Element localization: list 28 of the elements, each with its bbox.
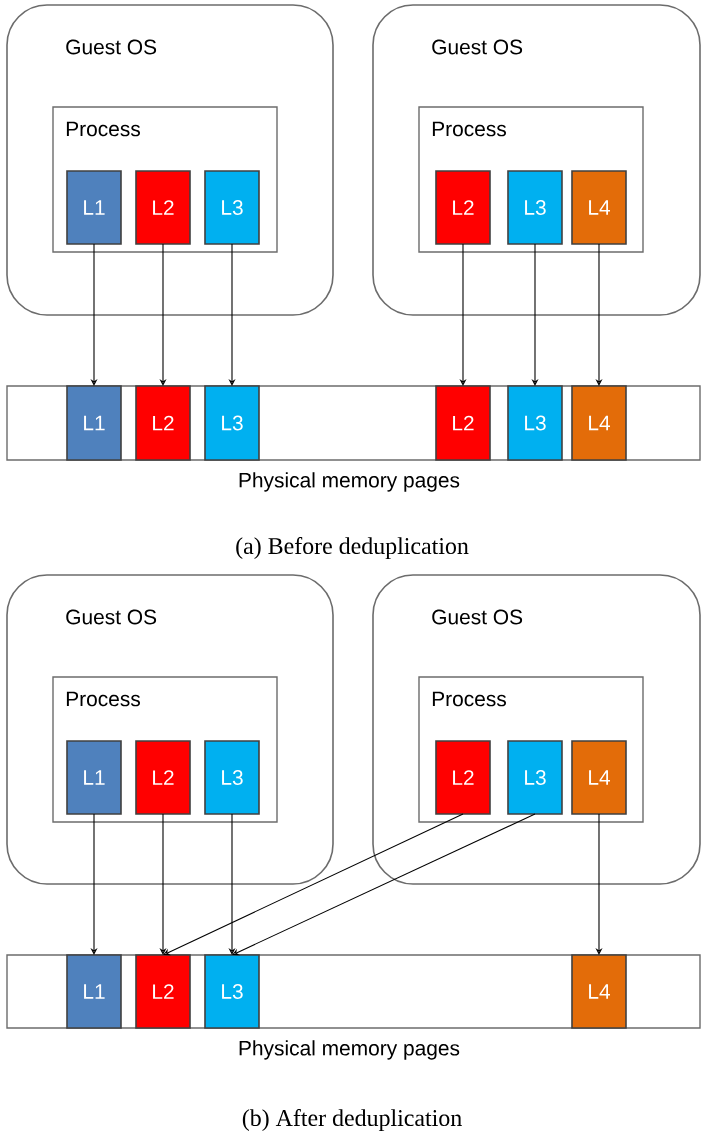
page-box: L3 (507, 170, 563, 245)
page-box: L2 (135, 170, 191, 245)
page-box: L1 (66, 954, 122, 1029)
page-box: L2 (135, 954, 191, 1029)
node-label: Physical memory pages (239, 1040, 460, 1060)
page-box: L3 (507, 740, 563, 815)
page-box: L3 (507, 385, 563, 461)
page-box: L1 (66, 385, 122, 461)
caption: (b) After deduplication (242, 1109, 462, 1131)
page-box: L3 (204, 170, 260, 245)
page-box: L3 (204, 385, 260, 461)
page-box: L3 (204, 954, 260, 1029)
page-box: L1 (66, 740, 122, 815)
arrow (163, 813, 464, 956)
page-box: L2 (435, 385, 491, 461)
page-box: L1 (66, 170, 122, 245)
page-box: L4 (571, 740, 627, 815)
page-box: L2 (435, 740, 491, 815)
arrow (232, 813, 536, 956)
page-box: L2 (135, 385, 191, 461)
page-box: L2 (435, 170, 491, 245)
page-box: L4 (571, 385, 627, 461)
page-box: L3 (204, 740, 260, 815)
caption: (a) Before deduplication (236, 537, 469, 559)
page-box: L4 (571, 170, 627, 245)
node-label: Physical memory pages (239, 472, 460, 492)
page-box: L2 (135, 740, 191, 815)
page-box: L4 (571, 954, 627, 1029)
